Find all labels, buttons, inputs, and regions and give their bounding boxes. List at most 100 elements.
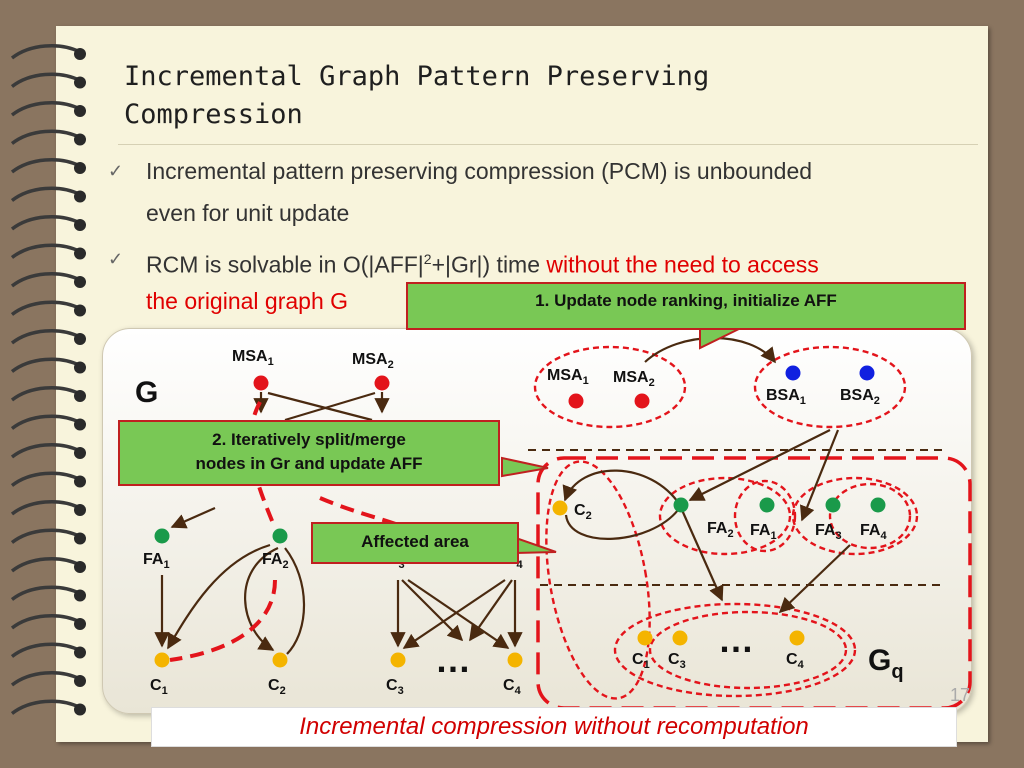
binding-hole	[74, 361, 86, 374]
bullet-2-text-a: RCM is solvable in O(|AFF|	[146, 251, 424, 278]
binding-ring	[10, 471, 81, 487]
checkmark-icon: ✓	[108, 249, 124, 269]
q-node-msa2	[634, 393, 650, 409]
callout-3-tail	[515, 536, 557, 555]
binding-ring	[10, 300, 81, 316]
binding-hole	[74, 333, 86, 345]
graph-gq-label: Gq	[868, 644, 904, 683]
group-msa	[533, 345, 687, 429]
edge-c2-loop	[284, 547, 306, 655]
binding-hole	[74, 618, 86, 630]
title-line-1: Incremental Graph Pattern Preserving	[124, 61, 710, 92]
callout-2-line-1: 2. Iteratively split/merge	[212, 430, 406, 449]
q-node-c4	[789, 630, 805, 646]
edge-fa2-c2	[244, 547, 279, 651]
edge-c2-fa2	[564, 509, 679, 540]
group-c2-c1	[545, 460, 651, 700]
q-node-bsa1	[785, 365, 801, 381]
binding-hole	[74, 190, 86, 203]
g-ellipsis: …	[435, 639, 471, 680]
node-fa1	[154, 528, 170, 544]
label-c4: C4	[503, 677, 522, 697]
edge-fa2-c1	[167, 543, 271, 650]
checkmark-icon: ✓	[108, 161, 124, 181]
binding-ring	[10, 329, 81, 345]
binding-ring	[10, 243, 81, 259]
edge-fa2-c	[680, 509, 724, 602]
title-divider	[118, 144, 978, 145]
node-c1	[154, 652, 170, 668]
group-c-inner	[648, 610, 848, 690]
binding-hole	[74, 219, 86, 231]
q-node-c1	[637, 630, 653, 646]
bullet-2-superscript: 2	[423, 251, 432, 267]
binding-hole	[74, 418, 86, 431]
edge-fa2-c2	[562, 469, 681, 506]
edge-msa1-cross	[267, 391, 373, 422]
callout-affected-area: Affected area	[311, 522, 519, 564]
edge-bsa-fa2	[688, 429, 831, 501]
edge-fa3-c4	[407, 579, 510, 649]
q-label-c1: C1	[632, 651, 650, 671]
q-node-fa1	[759, 497, 775, 513]
binding-ring	[10, 44, 81, 60]
label-fa2: FA2	[262, 551, 289, 571]
callout-2-tail	[501, 456, 549, 478]
group-c-outer	[613, 602, 857, 698]
q-label-c4: C4	[786, 651, 805, 671]
label-fa1: FA1	[143, 551, 170, 571]
q-label-c3: C3	[668, 651, 686, 671]
binding-hole	[74, 105, 86, 117]
q-node-fa4	[870, 497, 886, 513]
gq-region	[536, 456, 972, 710]
binding-hole	[74, 247, 86, 260]
gq-edges	[562, 337, 851, 614]
edge-fa3-dots	[401, 579, 464, 642]
binding-hole	[74, 646, 86, 659]
binding-ring	[10, 557, 81, 573]
group-fa2-fa1	[658, 476, 792, 556]
binding-ring	[10, 528, 81, 544]
binding-ring	[10, 357, 81, 373]
slide-title: Incremental Graph Pattern Preserving Com…	[124, 58, 709, 134]
binding-ring	[10, 386, 81, 402]
edge-bsa-fa1	[799, 429, 840, 522]
group-fa1	[733, 479, 797, 553]
binding-ring	[10, 414, 81, 430]
binding-ring	[10, 215, 81, 231]
group-fa3-fa4-outer	[791, 476, 919, 556]
label-msa2: MSA2	[352, 351, 394, 371]
label-msa1: MSA1	[232, 348, 274, 368]
diagram-panel	[102, 328, 972, 714]
q-node-bsa2	[859, 365, 875, 381]
node-fa2	[272, 528, 288, 544]
binding-ring	[10, 129, 81, 145]
binding-ring	[10, 72, 81, 88]
bullet-1: ✓ Incremental pattern preserving compres…	[108, 150, 988, 240]
gq-groups	[533, 345, 919, 700]
binding-hole	[74, 76, 86, 89]
binding-hole	[74, 276, 86, 288]
binding-hole	[74, 133, 86, 146]
binding-hole	[74, 589, 86, 602]
affected-path-3	[169, 579, 277, 662]
binding-hole	[74, 504, 86, 516]
edge-to-fa1	[170, 506, 216, 529]
binding-hole	[74, 162, 86, 174]
binding-ring	[10, 642, 81, 658]
bullet-2-line-2: the original graph G	[146, 288, 349, 314]
binding-ring	[10, 671, 81, 687]
binding-ring	[10, 101, 81, 117]
group-fa3-fa4-inner	[828, 482, 912, 550]
g-edges	[154, 391, 523, 655]
q-node-c2	[552, 500, 568, 516]
title-line-2: Compression	[124, 99, 303, 130]
edge-fa34-c	[778, 544, 851, 614]
q-label-c2: C2	[574, 502, 592, 522]
binding-hole	[74, 703, 86, 716]
q-label-fa1: FA1	[750, 522, 777, 542]
binding-rings-icon	[10, 44, 86, 716]
callout-update-ranking: 1. Update node ranking, initialize AFF	[406, 282, 966, 330]
footer-caption: Incremental compression without recomput…	[151, 707, 957, 747]
